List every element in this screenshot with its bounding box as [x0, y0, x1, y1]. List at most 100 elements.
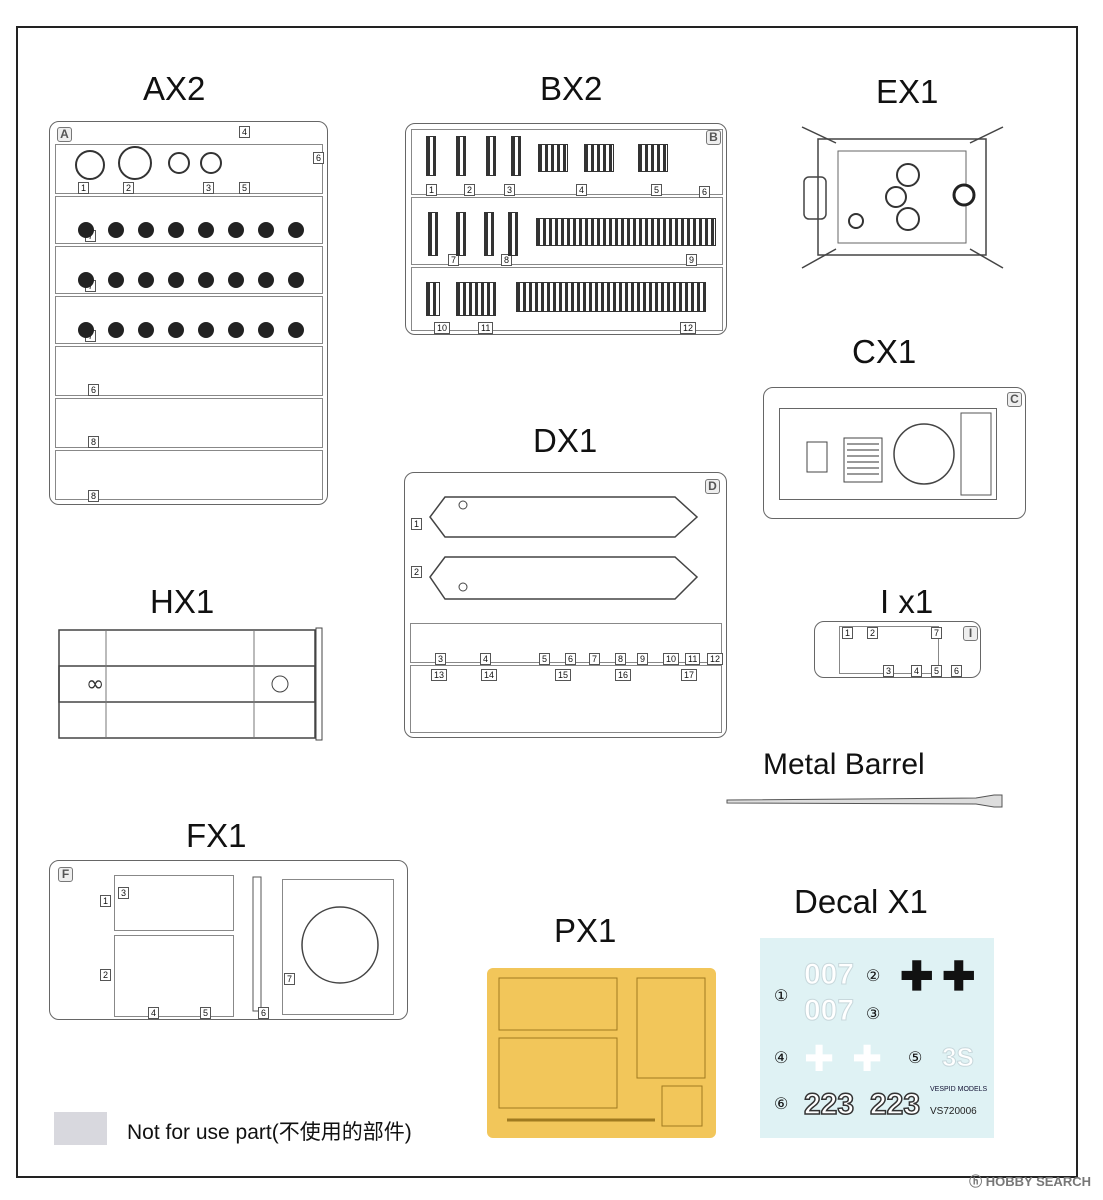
- road-wheel-part: [288, 272, 304, 288]
- part-number: 8: [615, 653, 627, 665]
- part-number: 3: [203, 182, 215, 194]
- track-link-part: [486, 136, 496, 176]
- road-wheel-part: [228, 272, 244, 288]
- road-wheel-part: [138, 322, 154, 338]
- decal-marker: ④: [774, 1050, 789, 1067]
- part-number: 6: [565, 653, 577, 665]
- road-wheel-part: [168, 222, 184, 238]
- road-wheel-part: [78, 272, 94, 288]
- sprue-letter-a: A: [57, 127, 72, 142]
- part-number: 6: [951, 665, 963, 677]
- decal-code: VS720006: [930, 1106, 977, 1117]
- decal-sheet: ① ② ③ ④ ⑤ ⑥ 007 007 ✚ ✚ ✚ ✚ 3S 223 223 V…: [760, 938, 994, 1138]
- part-number: 1: [842, 627, 854, 639]
- road-wheel-part: [198, 322, 214, 338]
- sprue-b-row: [411, 267, 723, 331]
- part-number: 17: [681, 669, 698, 681]
- part-number: 7: [448, 254, 460, 266]
- sprue-letter-d: D: [705, 479, 720, 494]
- sprocket-part: [75, 150, 105, 180]
- part-number: 7: [589, 653, 601, 665]
- part-number: 6: [313, 152, 325, 164]
- title-cx1: CX1: [852, 333, 917, 370]
- road-wheel-part: [258, 222, 274, 238]
- part-number: 11: [685, 653, 701, 665]
- road-wheel-part: [108, 322, 124, 338]
- balkenkreuz-icon: ✚: [900, 955, 934, 999]
- sprue-letter-c: C: [1007, 392, 1022, 407]
- decal-007: 007: [803, 958, 855, 992]
- sprue-b-row: [411, 129, 723, 195]
- part-number: 4: [480, 653, 492, 665]
- part-number: 6: [699, 186, 711, 198]
- part-number: 1: [100, 895, 112, 907]
- diagram-frame: [16, 26, 1078, 1178]
- watermark: ⓗ HOBBY SEARCH: [969, 1174, 1091, 1189]
- photo-etch-sheet: [487, 968, 716, 1138]
- white-cross-icon: ✚: [852, 1038, 883, 1079]
- sprocket-part: [168, 152, 190, 174]
- part-number: 7: [284, 973, 296, 985]
- sprue-a: A 1 2 3 4 5 6 7 7 7 6 8 8: [49, 121, 328, 505]
- track-link-part: [426, 136, 436, 176]
- title-ex1: EX1: [876, 73, 939, 110]
- part-number: 11: [478, 322, 494, 334]
- decal-marker: ⑥: [774, 1096, 789, 1113]
- road-wheel-part: [78, 322, 94, 338]
- photo-etch-detail: [498, 977, 706, 1127]
- sprue-a-row: [55, 346, 323, 396]
- hull-h-part: ∞: [58, 627, 323, 741]
- road-wheel-part: [138, 272, 154, 288]
- decal-marker: ⑤: [908, 1050, 923, 1067]
- track-link-part: [516, 282, 706, 312]
- track-link-part: [428, 212, 438, 256]
- track-link-part: [584, 144, 614, 172]
- sprue-b: B 1 2 3 4 5 6 7 8 9 10 11 12: [405, 123, 727, 335]
- road-wheel-part: [228, 222, 244, 238]
- road-wheel-part: [198, 272, 214, 288]
- part-number: 5: [239, 182, 251, 194]
- hull-e-part: [801, 126, 1004, 269]
- sprue-d-row: [410, 665, 722, 733]
- part-number: 6: [88, 384, 100, 396]
- track-link-part: [456, 282, 496, 316]
- balkenkreuz-icon: ✚: [942, 955, 976, 999]
- sprue-letter-f: F: [58, 867, 73, 882]
- sprue-a-row: [55, 144, 323, 194]
- part-number: 13: [431, 669, 448, 681]
- sprue-f-row: [114, 875, 234, 931]
- svg-text:∞: ∞: [86, 672, 104, 697]
- sprue-a-row: [55, 246, 323, 294]
- sprue-a-row: [55, 450, 323, 500]
- part-number: 5: [539, 653, 551, 665]
- title-ax2: AX2: [143, 70, 206, 107]
- sprue-a-row: [55, 196, 323, 244]
- not-for-use-label: Not for use part(不使用的部件): [127, 1121, 412, 1144]
- track-link-part: [536, 218, 716, 246]
- road-wheel-part: [108, 222, 124, 238]
- title-bx2: BX2: [540, 70, 603, 107]
- road-wheel-part: [288, 322, 304, 338]
- sprue-d: D 1 2 3 4 5 6 7 8 9 10 11 12 13 14 15 16…: [404, 472, 727, 738]
- part-number: 7: [931, 627, 943, 639]
- track-link-part: [538, 144, 568, 172]
- sprue-c: C: [763, 387, 1026, 519]
- part-number: 12: [680, 322, 697, 334]
- decal-3s: 3S: [942, 1042, 975, 1073]
- track-link-part: [508, 212, 518, 256]
- road-wheel-part: [138, 222, 154, 238]
- track-link-part: [456, 136, 466, 176]
- part-number: 5: [931, 665, 943, 677]
- part-number: 3: [883, 665, 895, 677]
- part-number: 5: [200, 1007, 212, 1019]
- part-number: 9: [637, 653, 649, 665]
- title-decal: Decal X1: [794, 883, 928, 920]
- part-number: 2: [123, 182, 135, 194]
- part-number: 8: [88, 490, 100, 502]
- title-fx1: FX1: [186, 817, 247, 854]
- decal-marker: ①: [774, 988, 789, 1005]
- hatch-ring: [301, 906, 379, 984]
- decal-marker: ②: [866, 968, 881, 985]
- deck-c-part: [779, 408, 997, 500]
- part-number: 3: [118, 887, 130, 899]
